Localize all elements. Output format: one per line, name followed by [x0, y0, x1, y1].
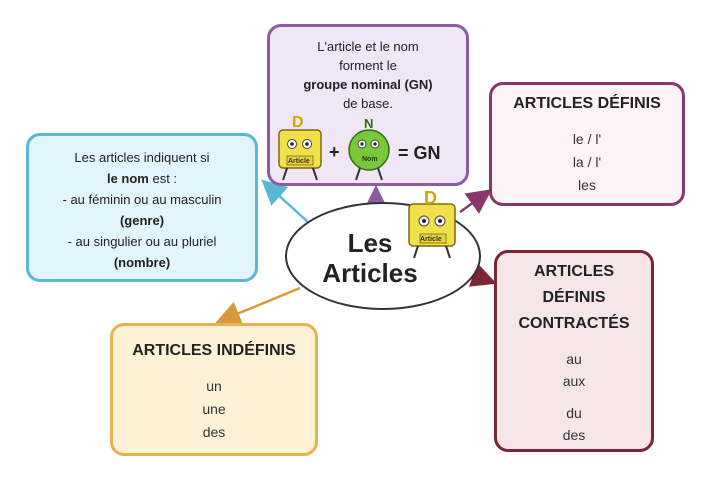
- contractes-item-2: aux: [562, 373, 586, 389]
- indefinis-item-1: un: [206, 378, 222, 394]
- gn-line-1: L'article et le nom: [317, 39, 419, 54]
- info-est: est :: [148, 171, 178, 186]
- gn-line-4: de base.: [343, 96, 393, 111]
- contractes-item-3: du: [566, 405, 582, 421]
- equals-gn: = GN: [398, 143, 441, 163]
- center-title-line2: Articles: [322, 258, 418, 288]
- center-title: Les Articles: [300, 228, 440, 288]
- definis-item-3: les: [578, 177, 596, 193]
- info-line-2: le nom est :: [29, 168, 255, 189]
- articles-indefinis-title: ARTICLES INDÉFINIS: [132, 342, 296, 359]
- contractes-title-line-2: DÉFINIS: [542, 289, 606, 306]
- contractes-title: ARTICLES DÉFINIS CONTRACTÉS: [497, 259, 651, 337]
- arrow-to-definis: [459, 189, 493, 214]
- gn-d-badge: Article: [288, 158, 310, 165]
- articles-definis-title: ARTICLES DÉFINIS: [513, 95, 661, 112]
- gn-line-2: forment le: [339, 58, 397, 73]
- info-line-6: (nombre): [113, 255, 171, 270]
- definis-item-2: la / l': [572, 154, 602, 170]
- articles-definis-box: ARTICLES DÉFINIS le / l' la / l' les: [489, 82, 685, 206]
- indefinis-item-3: des: [202, 424, 226, 440]
- contractes-item-1: au: [566, 351, 582, 367]
- gn-n-letter: N: [364, 116, 374, 131]
- plus-sign: +: [329, 142, 340, 162]
- article-d-icon: [278, 129, 322, 181]
- info-box: Les articles indiquent si le nom est : -…: [26, 133, 258, 282]
- nom-n-icon: [348, 129, 390, 181]
- info-le-nom: le nom: [106, 171, 149, 186]
- definis-item-1: le / l': [572, 131, 602, 147]
- contractes-title-line-3: CONTRACTÉS: [518, 315, 630, 332]
- info-line-1: Les articles indiquent si: [74, 150, 210, 165]
- arrow-to-contractes: [468, 263, 497, 287]
- gn-d-letter: D: [292, 114, 304, 131]
- arrow-to-indefinis: [215, 286, 301, 325]
- contractes-title-line-1: ARTICLES: [534, 263, 614, 280]
- gn-n-badge: Nom: [362, 156, 378, 163]
- indefinis-item-2: une: [202, 401, 226, 417]
- articles-indefinis-box: ARTICLES INDÉFINIS un une des: [110, 323, 318, 456]
- articles-contractes-box: ARTICLES DÉFINIS CONTRACTÉS au aux du de…: [494, 250, 654, 452]
- article-character-letter: D: [424, 188, 437, 208]
- info-line-3: - au féminin ou au masculin: [62, 192, 222, 207]
- center-title-line1: Les: [347, 228, 393, 258]
- arrow-to-info: [261, 179, 309, 223]
- article-character-icon: [408, 203, 456, 259]
- info-line-4: (genre): [119, 213, 165, 228]
- gn-line-3: groupe nominal (GN): [303, 77, 433, 92]
- article-character-badge: Article: [420, 236, 442, 243]
- contractes-item-4: des: [562, 427, 586, 443]
- info-line-5: - au singulier ou au pluriel: [67, 234, 217, 249]
